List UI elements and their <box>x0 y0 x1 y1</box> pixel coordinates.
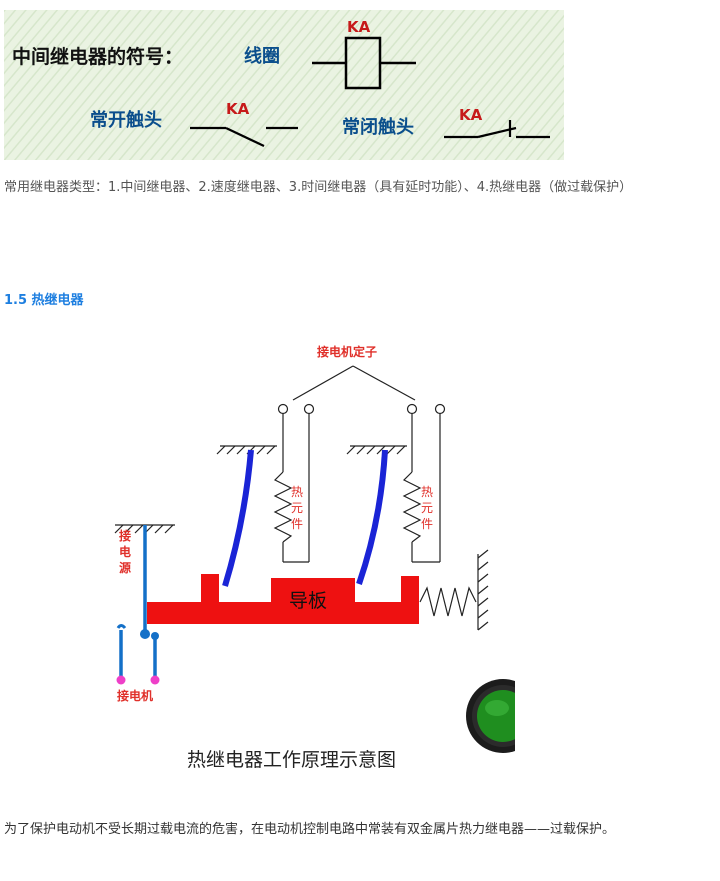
heat-element-label-right: 热 元 件 <box>421 485 433 531</box>
thermal-relay-figure: 接电机定子 <box>114 344 540 771</box>
diagram-caption: 热继电器工作原理示意图 <box>187 749 396 771</box>
relay-symbol-banner: 中间继电器的符号： 线圈 KA 常开触头 KA 常闭触头 KA <box>4 10 564 160</box>
switch-pivot <box>140 629 150 639</box>
heat-element-label-left: 热 元 件 <box>291 485 303 531</box>
normally-closed-contact-symbol <box>444 120 550 139</box>
coil-label: 线圈 <box>244 45 280 67</box>
motor-terminal-right <box>150 675 160 685</box>
svg-text:接: 接 <box>119 528 131 543</box>
svg-text:热: 热 <box>291 485 303 499</box>
section-heading: 1.5 热继电器 <box>4 293 84 308</box>
no-contact-label: 常开触头 <box>90 109 162 131</box>
guide-plate <box>147 574 419 624</box>
svg-text:源: 源 <box>119 560 131 575</box>
relay-types-paragraph: 常用继电器类型：1.中间继电器、2.速度继电器、3.时间继电器（具有延时功能）、… <box>4 180 633 195</box>
button-highlight <box>485 700 509 716</box>
bottom-paragraph: 为了保护电动机不受长期过载电流的危害，在电动机控制电路中常装有双金属片热力继电器… <box>4 822 616 837</box>
thermal-relay-diagram: 接电机定子 <box>85 330 540 780</box>
svg-text:元: 元 <box>291 501 303 515</box>
stator-lines <box>114 365 489 631</box>
bimetal-strip-left <box>222 449 254 587</box>
svg-text:件: 件 <box>291 517 303 531</box>
power-label: 接 电 源 <box>119 528 131 575</box>
switch-contact-tip <box>116 624 127 629</box>
coil-symbol <box>312 36 416 90</box>
motor-terminal-left <box>116 675 126 685</box>
banner-background <box>4 10 564 160</box>
bimetal-strip-right <box>356 449 388 585</box>
switch-contact-point <box>151 632 159 640</box>
svg-text:电: 电 <box>119 544 131 559</box>
guide-plate-label: 导板 <box>289 590 327 612</box>
stator-label: 接电机定子 <box>317 344 377 359</box>
switch-contact <box>119 525 157 676</box>
relay-symbol-figure: 中间继电器的符号： 线圈 KA 常开触头 KA 常闭触头 KA <box>4 10 564 160</box>
coil-ka-label: KA <box>347 18 371 36</box>
svg-text:件: 件 <box>421 517 433 531</box>
svg-text:热: 热 <box>421 485 433 499</box>
banner-title: 中间继电器的符号： <box>12 45 183 68</box>
motor-label: 接电机 <box>117 688 153 703</box>
svg-text:元: 元 <box>421 501 433 515</box>
nc-ka-label: KA <box>459 106 483 124</box>
nc-contact-label: 常闭触头 <box>342 116 414 138</box>
no-ka-label: KA <box>226 100 250 118</box>
normally-open-contact-symbol <box>190 126 298 147</box>
